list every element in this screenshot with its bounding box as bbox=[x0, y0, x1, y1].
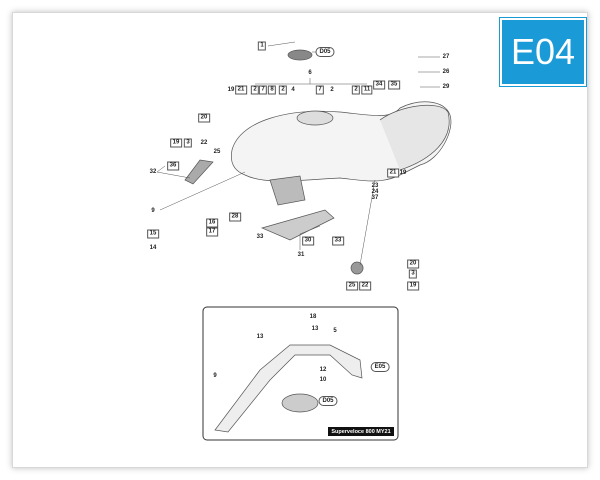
inset-fuel-cap bbox=[281, 393, 319, 413]
callout-label: 2 bbox=[250, 85, 260, 95]
filler-neck bbox=[296, 110, 334, 126]
callout-label: 6 bbox=[308, 70, 312, 76]
callout-label: 32 bbox=[149, 169, 157, 175]
inset-frame bbox=[202, 306, 399, 441]
callout-label: 25 bbox=[346, 281, 358, 291]
callout-label: 9 bbox=[213, 373, 217, 379]
callout-label: D05 bbox=[318, 396, 338, 406]
callout-label: 26 bbox=[442, 69, 450, 75]
callout-label: 3 bbox=[408, 269, 418, 279]
callout-label: 3 bbox=[183, 138, 193, 148]
callout-label: 33 bbox=[332, 236, 344, 246]
callout-label: 20 bbox=[407, 259, 419, 269]
callout-label: 22 bbox=[359, 281, 371, 291]
callout-label: 21 bbox=[387, 168, 399, 178]
callout-label: 33 bbox=[256, 234, 264, 240]
callout-label: 2 bbox=[351, 85, 361, 95]
callout-label: 2 bbox=[330, 87, 334, 93]
callout-label: 12 bbox=[319, 367, 327, 373]
section-badge: E04 bbox=[500, 18, 586, 86]
callout-label: 25 bbox=[213, 149, 221, 155]
callout-label: D05 bbox=[315, 47, 335, 57]
callout-label: 7 bbox=[258, 85, 268, 95]
callout-label: 20 bbox=[198, 113, 210, 123]
callout-label: 29 bbox=[442, 84, 450, 90]
callout-label: 19 bbox=[170, 138, 182, 148]
callout-label: 18 bbox=[309, 314, 317, 320]
callout-label: 21 bbox=[235, 85, 247, 95]
lower-cover bbox=[260, 209, 335, 241]
callout-label: 36 bbox=[167, 161, 179, 171]
callout-label: 30 bbox=[302, 236, 314, 246]
callout-label: 13 bbox=[311, 326, 319, 332]
fuel-pump bbox=[269, 175, 306, 206]
callout-label: 19 bbox=[227, 87, 235, 93]
callout-label: 22 bbox=[200, 140, 208, 146]
inset-bracket bbox=[214, 344, 363, 433]
callout-label: 10 bbox=[319, 377, 327, 383]
callout-label: 14 bbox=[149, 245, 157, 251]
tank-rear-section bbox=[379, 105, 450, 171]
callout-label: 37 bbox=[371, 195, 379, 201]
callout-label: 11 bbox=[361, 85, 373, 95]
callout-label: 23 bbox=[371, 183, 379, 189]
callout-label: 15 bbox=[147, 229, 159, 239]
callout-label: 17 bbox=[206, 227, 218, 237]
callout-label: 5 bbox=[333, 328, 337, 334]
callout-label: 34 bbox=[373, 80, 385, 90]
callout-label: 2 bbox=[278, 85, 288, 95]
callout-label: 27 bbox=[442, 54, 450, 60]
callout-label: 1 bbox=[257, 41, 267, 51]
callout-label: 8 bbox=[267, 85, 277, 95]
callout-label: E05 bbox=[370, 362, 390, 372]
tank-bracket bbox=[184, 159, 214, 185]
inset-title: Superveloce 800 MY21 bbox=[328, 427, 394, 436]
callout-label: 19 bbox=[399, 170, 407, 176]
callout-label: 24 bbox=[371, 189, 379, 195]
fuel-cap bbox=[287, 49, 313, 61]
mount-bushing bbox=[350, 261, 364, 275]
callout-label: 19 bbox=[407, 281, 419, 291]
callout-label: 31 bbox=[297, 252, 305, 258]
callout-label: 35 bbox=[388, 80, 400, 90]
callout-label: 28 bbox=[229, 212, 241, 222]
callout-label: 4 bbox=[291, 87, 295, 93]
callout-label: 16 bbox=[206, 218, 218, 228]
callout-label: 9 bbox=[151, 208, 155, 214]
callout-label: 13 bbox=[256, 334, 264, 340]
callout-label: 7 bbox=[315, 85, 325, 95]
